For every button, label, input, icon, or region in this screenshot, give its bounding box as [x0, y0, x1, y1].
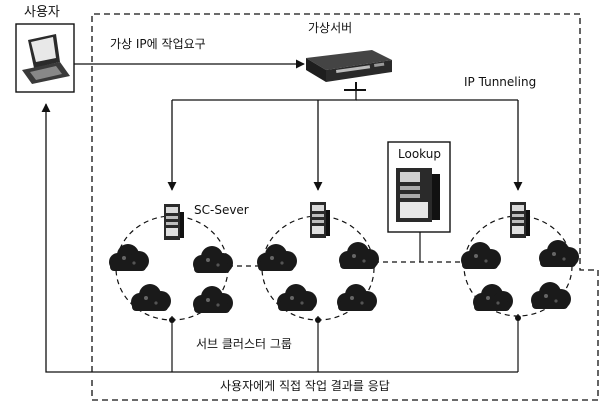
- node-cloud-icon: [461, 242, 501, 269]
- tunnel-line-main: [172, 90, 357, 101]
- node-cloud-icon: [193, 286, 233, 313]
- virtual-server-device-icon: [306, 50, 392, 91]
- server-tower-icon: [164, 204, 184, 240]
- node-cloud-icon: [531, 282, 571, 309]
- user-label: 사용자: [24, 5, 60, 20]
- node-cloud-icon: [193, 246, 233, 273]
- user-terminal: [15, 23, 75, 93]
- node-cloud-icon: [277, 284, 317, 311]
- node-cloud-icon: [473, 284, 513, 311]
- lookup-label: Lookup: [398, 147, 441, 161]
- lookup-box: [387, 141, 451, 233]
- request-label: 가상 IP에 작업요구: [110, 37, 206, 51]
- virtual-server-label: 가상서버: [308, 21, 353, 35]
- system-boundary: [91, 13, 599, 401]
- server-cluster-group-label: 서브 클러스터 그룹: [196, 337, 292, 351]
- server-tower-icon: [510, 202, 530, 238]
- node-cloud-icon: [339, 242, 379, 269]
- node-cloud-icon: [539, 240, 579, 267]
- response-arrow: [41, 103, 518, 373]
- laptop-icon: [22, 34, 70, 84]
- server-tower-icon: [310, 202, 330, 238]
- lookup-server-icon: [396, 168, 440, 222]
- ip-tunneling-label: IP Tunneling: [464, 75, 537, 89]
- node-cloud-icon: [131, 284, 171, 311]
- node-cloud-icon: [337, 284, 377, 311]
- sc-server-label: SC-Sever: [194, 203, 249, 217]
- direct-response-label: 사용자에게 직접 작업 결과를 응답: [220, 379, 390, 393]
- node-cloud-icon: [109, 244, 149, 271]
- node-cloud-icon: [257, 244, 297, 271]
